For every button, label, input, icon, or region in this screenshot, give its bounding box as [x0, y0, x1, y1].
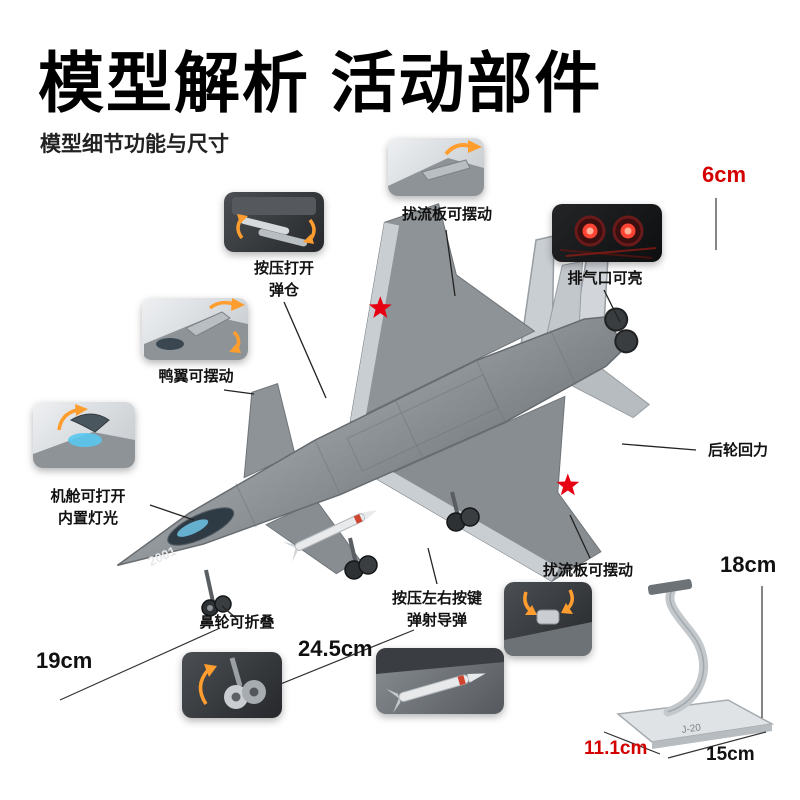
callout-missile-launch: 按压左右按键 弹射导弹 [377, 588, 497, 632]
callout-canard: 鸭翼可摆动 [146, 366, 246, 388]
dim-tail-height: 6cm [702, 162, 747, 187]
belly-missile [282, 510, 378, 562]
spoiler-top-thumbnail [388, 138, 484, 196]
callout-label: 鸭翼可摆动 [158, 368, 234, 385]
weapon-bay-thumbnail [224, 192, 324, 252]
callout-spoiler-top: 扰流板可摆动 [392, 204, 502, 226]
dim-stand-base-depth: 15cm [706, 744, 755, 765]
callout-exhaust: 排气口可亮 [550, 268, 660, 290]
callout-nose-wheel: 鼻轮可折叠 [187, 612, 287, 634]
dim-stand-base-width: 11.1cm [584, 738, 648, 759]
curved-arrow-icon [444, 143, 471, 156]
exhaust-thumbnail [552, 204, 662, 262]
callout-label: 内置灯光 [57, 509, 118, 527]
dim-stand-height: 18cm [720, 552, 777, 577]
display-stand-illustration: J-20 [616, 579, 775, 749]
engine-nozzle [614, 329, 639, 354]
callout-rear-wheel: 后轮回力 [698, 440, 778, 462]
callout-label: 鼻轮可折叠 [199, 614, 275, 631]
callout-label: 排气口可亮 [567, 270, 643, 287]
callout-label: 弹射导弹 [406, 611, 467, 629]
dim-width: 19cm [36, 648, 93, 673]
dim-length: 24.5cm [298, 636, 373, 661]
launch-button-thumbnail [504, 582, 592, 656]
cockpit-canopy [167, 507, 235, 546]
callout-label: 按压打开 [253, 260, 314, 277]
callout-label: 扰流板可摆动 [401, 206, 492, 223]
callout-spoiler-right: 扰流板可摆动 [528, 560, 648, 582]
nose-wheel-thumbnail [182, 652, 282, 718]
callout-cockpit: 机舱可打开 内置灯光 [26, 486, 150, 530]
missile-eject-thumbnail [376, 648, 504, 714]
callout-label: 机舱可打开 [50, 488, 126, 505]
page-title: 模型解析 活动部件 [38, 46, 603, 120]
nose-landing-gear [201, 569, 232, 617]
callout-label: 后轮回力 [707, 442, 768, 459]
stand-clamp [647, 579, 693, 595]
red-star-icon [556, 473, 580, 496]
curved-arrow-icon [208, 300, 235, 310]
cockpit-thumbnail [33, 402, 135, 468]
page-subtitle: 模型细节功能与尺寸 [40, 133, 229, 156]
callout-label: 弹仓 [268, 281, 299, 299]
curved-arrow-icon [57, 408, 78, 431]
callout-label: 扰流板可摆动 [542, 562, 633, 579]
canard-thumbnail [142, 298, 248, 360]
curved-arrow-icon [198, 668, 210, 705]
callout-weapon-bay: 按压打开 弹仓 [234, 258, 334, 302]
callout-label: 按压左右按键 [391, 590, 482, 607]
rear-landing-gear [344, 491, 480, 580]
